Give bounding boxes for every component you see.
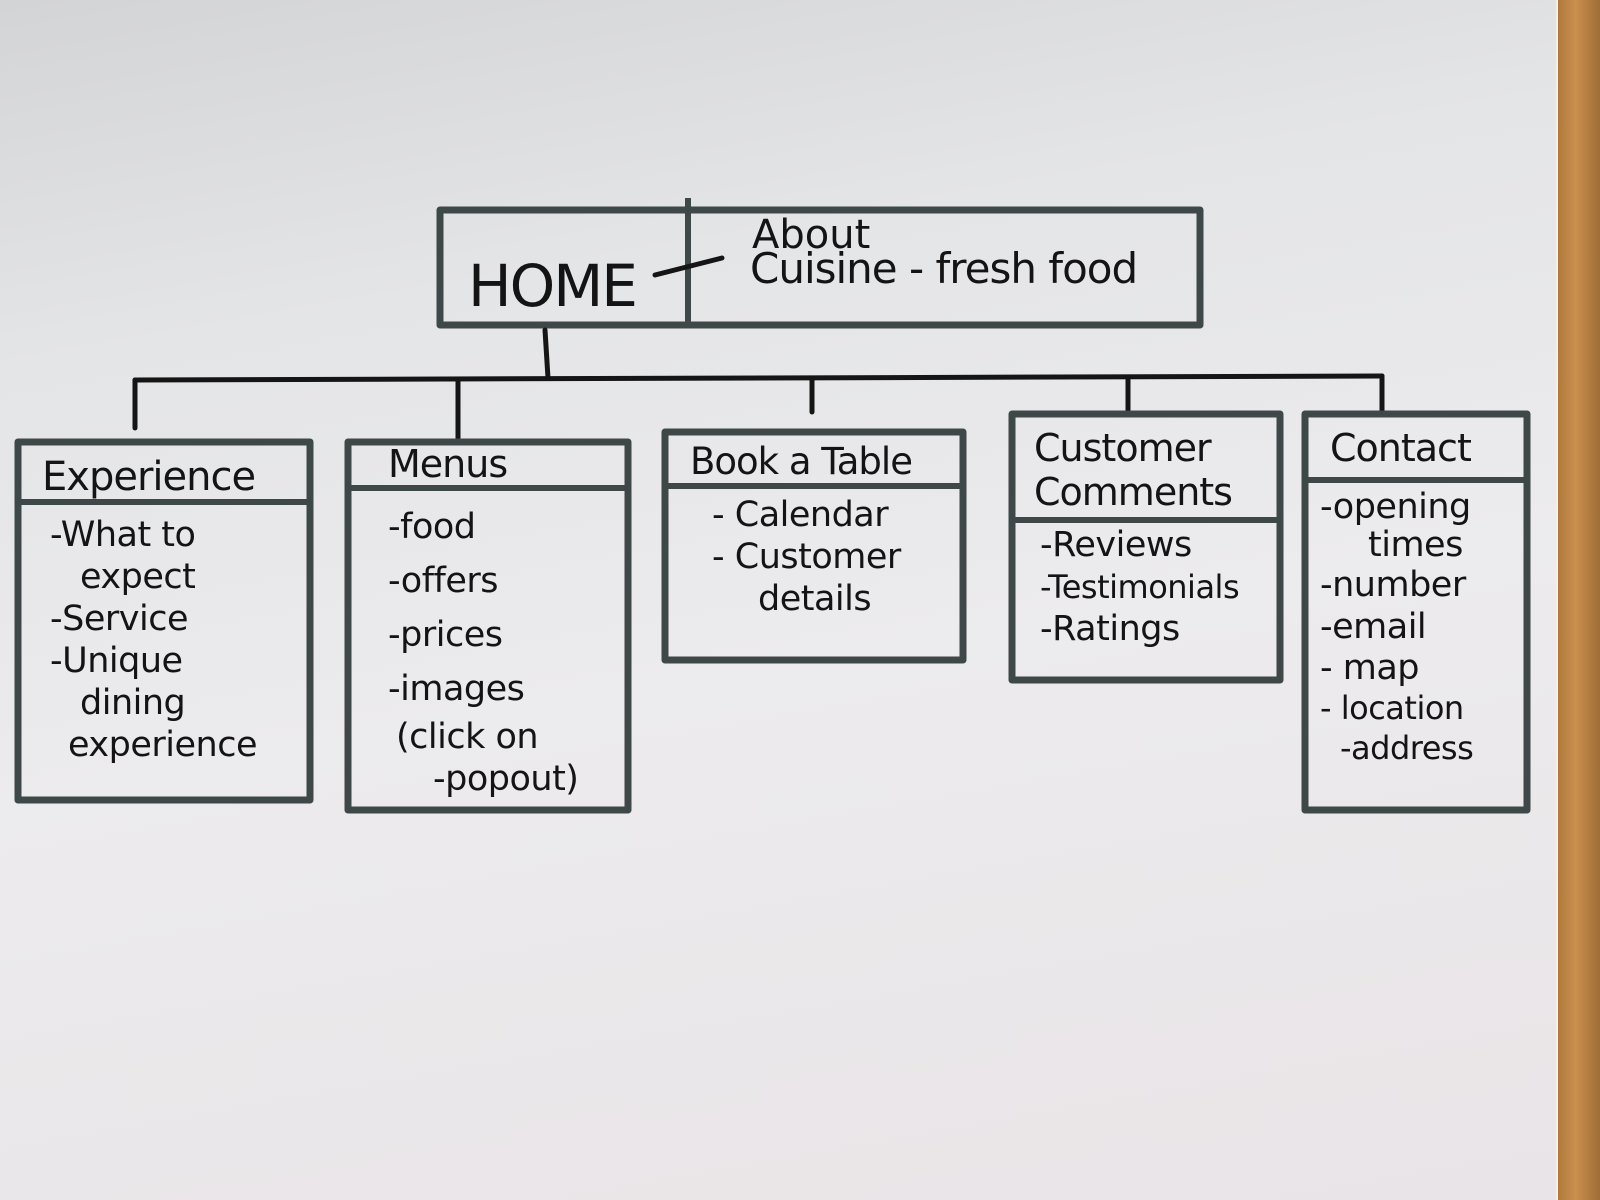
contact-box xyxy=(1301,410,1531,814)
experience-title: Experience xyxy=(42,454,256,500)
paper-sheet xyxy=(0,0,1556,1200)
book-a-table-title: Book a Table xyxy=(690,440,913,483)
contact-title: Contact xyxy=(1330,426,1472,470)
branch-line xyxy=(132,373,1385,383)
experience-item: expect xyxy=(80,557,196,597)
experience-item: experience xyxy=(68,725,258,765)
customer-comments-item: -Reviews xyxy=(1040,525,1192,565)
home-trunk-line xyxy=(542,327,551,381)
contact-item: -number xyxy=(1320,565,1466,605)
menus-item: (click on xyxy=(396,717,539,757)
menus-list: -food -offers -prices -images (click on … xyxy=(388,500,579,800)
contact-item: - map xyxy=(1320,648,1420,688)
customer-comments-title: Customer Comments xyxy=(1034,426,1233,514)
wooden-table-edge xyxy=(1556,0,1600,1200)
menus-item: -images xyxy=(388,669,525,709)
menus-box xyxy=(344,438,632,814)
home-about-connector xyxy=(652,255,725,278)
experience-item: dining xyxy=(80,683,186,723)
menus-item: -food xyxy=(388,507,476,547)
contact-item: -opening xyxy=(1320,487,1471,527)
experience-item: -What to xyxy=(50,515,196,555)
about-label: About xyxy=(752,212,871,258)
book-a-table-list: - Calendar - Customer details xyxy=(712,494,901,620)
experience-box xyxy=(14,438,314,804)
customer-comments-list: -Reviews -Testimonials -Ratings xyxy=(1040,524,1240,650)
menus-item: -prices xyxy=(388,615,503,655)
menus-item: -offers xyxy=(388,561,499,601)
customer-comments-box xyxy=(1008,410,1284,684)
home-box xyxy=(436,206,1204,329)
book-a-table-item: - Customer xyxy=(712,537,901,577)
book-a-table-item: details xyxy=(758,579,872,619)
home-label: HOME xyxy=(468,252,638,320)
experience-item: -Unique xyxy=(50,641,183,681)
contact-list: -opening times -number -email - map - lo… xyxy=(1320,487,1474,768)
book-a-table-item: - Calendar xyxy=(712,495,889,535)
contact-item: -address xyxy=(1340,729,1474,767)
experience-item: -Service xyxy=(50,599,188,639)
experience-list: -What to expect -Service -Unique dining … xyxy=(50,514,258,766)
customer-comments-item: -Testimonials xyxy=(1040,568,1240,606)
menus-title: Menus xyxy=(388,442,508,486)
contact-item: -email xyxy=(1320,607,1427,647)
contact-item: - location xyxy=(1320,689,1464,727)
about-value: Cuisine - fresh food xyxy=(750,244,1138,293)
customer-comments-item: -Ratings xyxy=(1040,609,1180,649)
book-a-table-box xyxy=(661,428,967,664)
contact-item: times xyxy=(1368,525,1463,565)
sitemap-diagram xyxy=(14,198,1531,814)
menus-item: -popout) xyxy=(433,759,579,799)
